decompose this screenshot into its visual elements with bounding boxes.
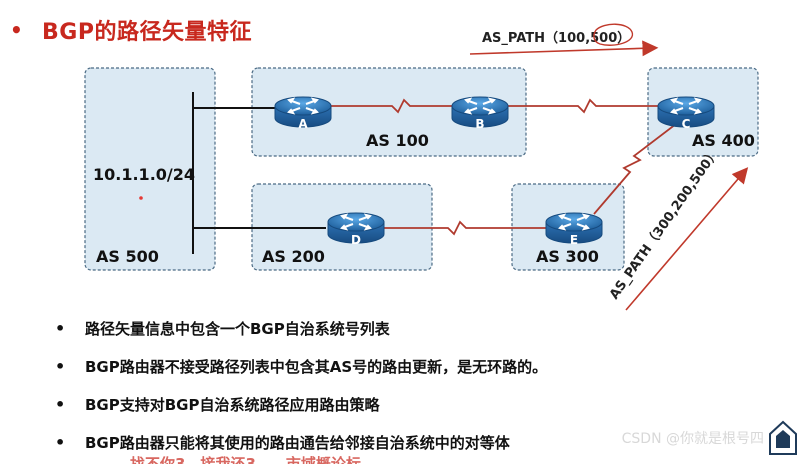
router-D-label: D (351, 233, 361, 247)
bullet-text: BGP路由器只能将其使用的路由通告给邻接自治系统中的对等体 (85, 434, 510, 452)
bullet-dot: • (55, 357, 66, 376)
prefix-label: 10.1.1.0/24 (93, 165, 195, 184)
router-E-label: E (570, 233, 578, 247)
router-C-label: C (682, 117, 691, 131)
bullet-text: BGP路由器不接受路径列表中包含其AS号的路由更新，是无环路的。 (85, 358, 548, 376)
corner-logo-icon (769, 420, 797, 455)
as-box-as100 (251, 67, 527, 157)
bullet-list: • 路径矢量信息中包含一个BGP自治系统号列表 • BGP路由器不接受路径列表中包含… (55, 318, 547, 470)
as400-label: AS 400 (692, 131, 755, 150)
as-path-top-label: AS_PATH（100,500） (482, 30, 630, 46)
bullet-text: BGP支持对BGP自治系统路径应用路由策略 (85, 396, 380, 414)
link-A-B (330, 98, 452, 114)
bullet-item: • BGP支持对BGP自治系统路径应用路由策略 (55, 394, 547, 432)
bullet-dot: • (55, 319, 66, 338)
link-D-E (384, 220, 546, 236)
router-A-label: A (298, 117, 308, 131)
watermark: CSDN @你就是根号四 (621, 431, 764, 447)
bullet-dot: • (55, 395, 66, 414)
as300-label: AS 300 (536, 247, 599, 266)
as-path-top-arrow (469, 40, 659, 57)
bullet-item: • BGP路由器只能将其使用的路由通告给邻接自治系统中的对等体 (55, 432, 547, 470)
router-D: D (327, 212, 385, 247)
router-B-label: B (475, 117, 484, 131)
link-B-C (508, 98, 658, 114)
cutoff-text: 找不你3，接我还3，，，市域概论标…… (130, 455, 391, 464)
bullet-text: 路径矢量信息中包含一个BGP自治系统号列表 (85, 320, 390, 338)
link-E-C (593, 123, 677, 215)
bullet-dot: • (55, 433, 66, 452)
title-text: BGP的路径矢量特征 (42, 20, 252, 45)
as500-label: AS 500 (96, 247, 159, 266)
bgp-topology-diagram: A B C D E AS 500 AS 100 AS 200 AS 300 AS… (84, 23, 759, 311)
router-B: B (451, 96, 509, 131)
router-E: E (545, 212, 603, 247)
title-bullet: • (10, 18, 23, 42)
as-box-as500 (84, 67, 216, 271)
as100-label: AS 100 (366, 131, 429, 150)
bullet-item: • BGP路由器不接受路径列表中包含其AS号的路由更新，是无环路的。 (55, 356, 547, 394)
as-path-diag-arrow (625, 167, 749, 311)
router-A: A (274, 96, 332, 131)
as-path-top-circle-mark (593, 23, 634, 46)
as200-label: AS 200 (262, 247, 325, 266)
prefix-dot (139, 196, 143, 200)
router-C: C (657, 96, 715, 131)
slide-title: • BGP的路径矢量特征 (10, 14, 252, 46)
bullet-item: • 路径矢量信息中包含一个BGP自治系统号列表 (55, 318, 547, 356)
